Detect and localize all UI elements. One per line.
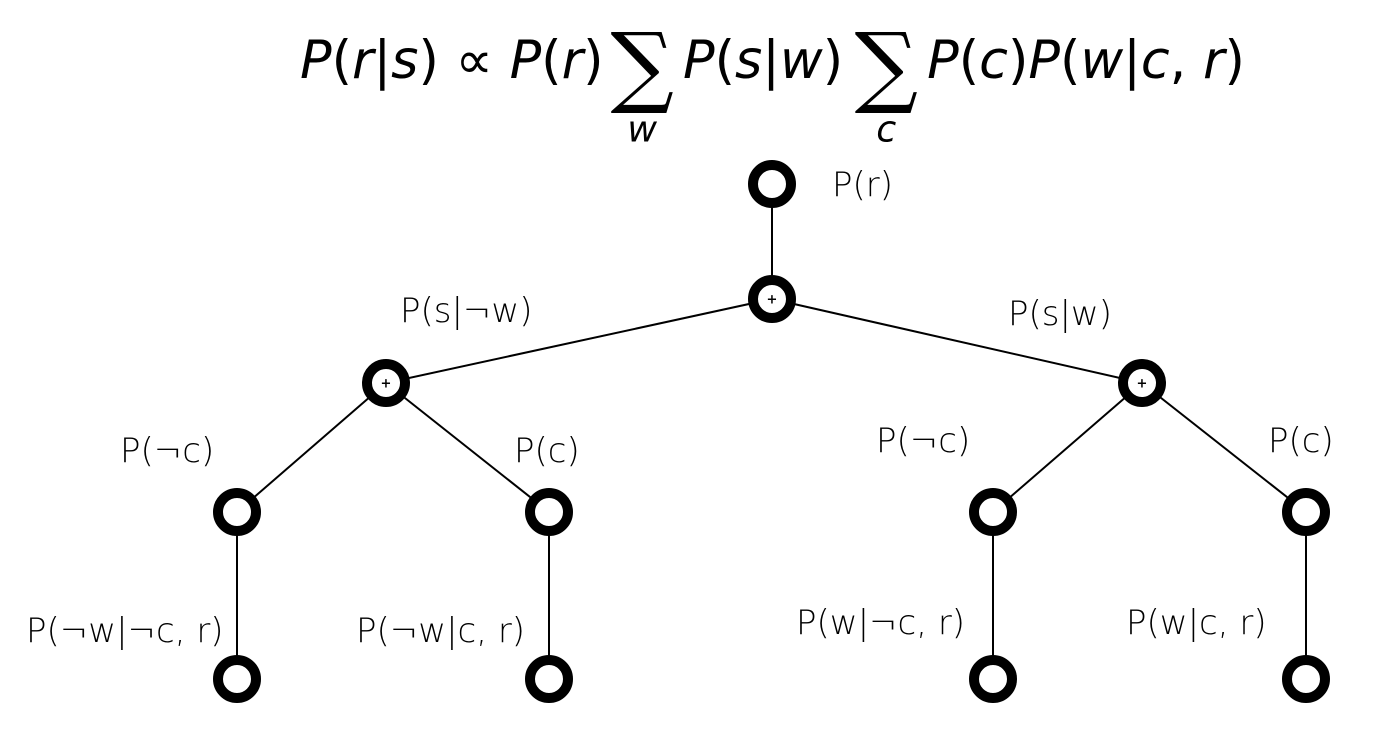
edge-sum-c-left-c-left-pos — [385, 382, 550, 513]
formula-middle-token: s — [735, 30, 762, 91]
formula-tail-token: ( — [959, 30, 979, 91]
formula-lhs-token: ) — [418, 30, 438, 91]
formula-tail-token: P — [1028, 30, 1060, 91]
label-leaf-3: P(w|¬c, r) — [796, 603, 965, 643]
node-root — [748, 160, 796, 208]
formula-tail: P(c)P(w|c, r) — [927, 30, 1245, 91]
formula-tail-token: w — [1080, 30, 1123, 91]
edge-sum-w-sum-c-right — [771, 298, 1143, 384]
formula-lhs: P(r|s) ∝ P(r) — [300, 30, 604, 91]
formula-middle-token: ) — [823, 30, 843, 91]
label-c-left-neg: P(¬c) — [120, 431, 214, 471]
formula-tail-token: ) — [1224, 30, 1244, 91]
node-c-left-neg — [213, 488, 261, 536]
label-leaf-1: P(¬w|¬c, r) — [26, 611, 224, 651]
formula-middle-token: ( — [715, 30, 735, 91]
formula-lhs-token: s — [391, 30, 418, 91]
sum-symbol-c: ∑ — [855, 14, 918, 117]
edge-sum-c-right-c-right-pos — [1141, 382, 1307, 513]
node-leaf-3 — [969, 655, 1017, 703]
formula-lhs-token: ( — [541, 30, 561, 91]
edge-sum-c-right-c-right-neg — [992, 382, 1143, 513]
formula-tail-token: P — [927, 30, 959, 91]
plus-sign-sum-w: + — [767, 293, 778, 308]
formula-middle-token: P — [683, 30, 715, 91]
formula-lhs-token: P — [510, 30, 542, 91]
node-leaf-1 — [213, 655, 261, 703]
label-c-right-pos: P(c) — [1268, 421, 1334, 461]
formula-tail-token: ) — [1008, 30, 1028, 91]
formula-middle-token: w — [780, 30, 823, 91]
formula-lhs-token: r — [562, 30, 587, 91]
formula-lhs-token: | — [374, 30, 392, 91]
node-leaf-2 — [525, 655, 573, 703]
node-sum-c-right — [1118, 359, 1166, 407]
tree-edges — [236, 184, 1307, 679]
tree-nodes: + + + — [213, 160, 1330, 703]
formula-middle-token: | — [762, 30, 780, 91]
label-root: P(r) — [832, 165, 893, 205]
formula-tail-token: c — [979, 30, 1008, 91]
node-sum-w — [748, 275, 796, 323]
node-c-right-neg — [969, 488, 1017, 536]
node-c-right-pos — [1282, 488, 1330, 536]
formula-tail-token: r — [1203, 30, 1228, 91]
label-leaf-4: P(w|c, r) — [1126, 603, 1267, 643]
formula-tail-token: , — [1170, 30, 1203, 91]
formula-lhs-token: ( — [332, 30, 352, 91]
label-c-left-pos: P(c) — [514, 431, 580, 471]
sum-index-w: w — [627, 108, 657, 151]
sum-index-c: c — [876, 108, 896, 151]
sum-symbol-w: ∑ — [610, 14, 673, 117]
label-leaf-2: P(¬w|c, r) — [356, 611, 525, 651]
posterior-formula: P(r|s) ∝ P(r)∑wP(s|w)∑cP(c)P(w|c, r) — [300, 14, 1245, 151]
formula-tail-token: | — [1123, 30, 1141, 91]
formula-lhs-token: r — [352, 30, 377, 91]
formula-middle: P(s|w) — [683, 30, 843, 91]
formula-lhs-token: ) — [583, 30, 603, 91]
plus-sign-sum-c-left: + — [381, 377, 392, 392]
formula-lhs-token: ∝ — [439, 30, 510, 91]
edge-sum-c-left-c-left-neg — [236, 382, 387, 513]
tree-labels: P(r) P(s|¬w) P(s|w) P(¬c) P(c) P(¬c) P(c) P(¬w|… — [26, 165, 1334, 651]
label-sum-c-left: P(s|¬w) — [400, 291, 533, 331]
formula-tail-token: ( — [1060, 30, 1080, 91]
node-c-left-pos — [525, 488, 573, 536]
label-sum-c-right: P(s|w) — [1008, 294, 1112, 334]
label-c-right-neg: P(¬c) — [876, 421, 970, 461]
edge-sum-w-sum-c-left — [385, 298, 773, 384]
node-sum-c-left — [362, 359, 410, 407]
node-leaf-4 — [1282, 655, 1330, 703]
plus-sign-sum-c-right: + — [1137, 377, 1148, 392]
formula-tail-token: c — [1141, 30, 1170, 91]
formula-lhs-token: P — [300, 30, 332, 91]
